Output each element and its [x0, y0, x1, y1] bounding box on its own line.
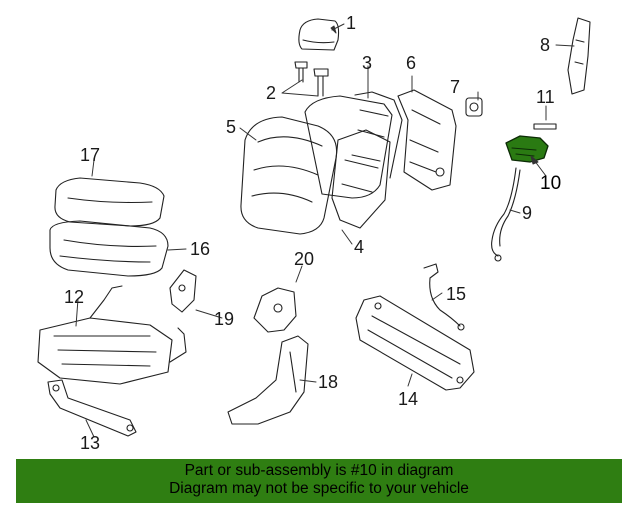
leader-lines: [75, 23, 575, 438]
seat-parts-diagram: [37, 17, 591, 438]
part-11-strip[interactable]: [533, 123, 557, 130]
part-7-knob[interactable]: [465, 97, 483, 117]
callout-1: 1: [346, 13, 357, 33]
part-15-cable[interactable]: [423, 263, 465, 331]
part-12-seat-frame[interactable]: [37, 285, 187, 385]
callout-19: 19: [214, 309, 235, 329]
callout-11: 11: [536, 87, 555, 107]
callout-2: 2: [266, 83, 277, 103]
callout-13: 13: [80, 433, 101, 453]
callout-17: 17: [80, 145, 101, 165]
part-5-seatback-cushion[interactable]: [240, 116, 338, 235]
part-20-bracket[interactable]: [253, 287, 297, 333]
part-18-side-shield[interactable]: [227, 335, 309, 425]
callout-8: 8: [540, 35, 551, 55]
callout-4: 4: [354, 237, 365, 257]
part-14-track-frame[interactable]: [355, 295, 475, 391]
banner-line-2: Diagram may not be specific to your vehi…: [169, 480, 469, 497]
callout-9: 9: [522, 203, 533, 223]
callout-6: 6: [406, 53, 417, 73]
callout-5: 5: [226, 117, 237, 137]
part-6-seatback-back[interactable]: [397, 89, 457, 191]
callout-14: 14: [398, 389, 419, 409]
part-8-side-trim[interactable]: [567, 17, 591, 95]
callout-18: 18: [318, 372, 339, 392]
part-17-seat-cushion[interactable]: [54, 177, 165, 227]
part-10-highlighted[interactable]: [505, 135, 549, 163]
callout-20: 20: [294, 249, 315, 269]
part-4-seatback-pad[interactable]: [331, 129, 391, 229]
part-16-seat-pad[interactable]: [49, 220, 169, 277]
part-info-banner: Part or sub-assembly is #10 in diagram D…: [16, 459, 622, 503]
part-19-hinge[interactable]: [169, 269, 197, 313]
callout-16: 16: [190, 239, 211, 259]
part-13-rail[interactable]: [47, 379, 137, 437]
part-1-headrest[interactable]: [298, 18, 340, 51]
part-9-cable[interactable]: [491, 167, 521, 262]
part-3-seatback-frame[interactable]: [304, 91, 403, 199]
callout-12: 12: [64, 287, 85, 307]
callout-7: 7: [450, 77, 461, 97]
callout-10: 10: [540, 173, 562, 194]
callout-3: 3: [362, 53, 373, 73]
callout-15: 15: [446, 284, 467, 304]
part-2-headrest-guides[interactable]: [294, 61, 329, 97]
banner-line-1: Part or sub-assembly is #10 in diagram: [184, 462, 454, 479]
